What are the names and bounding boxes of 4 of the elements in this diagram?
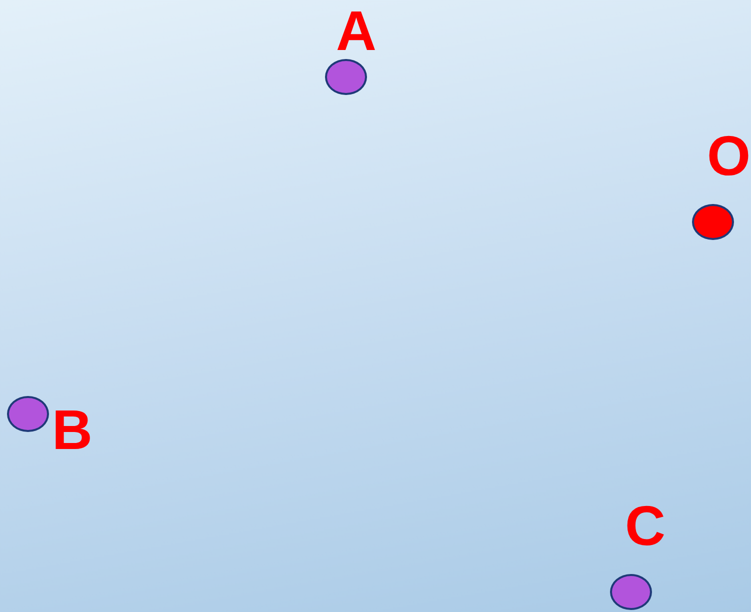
point-label: A — [336, 3, 376, 59]
point-label: C — [625, 498, 666, 554]
point-label: O — [707, 128, 751, 184]
point-label: B — [52, 402, 92, 458]
